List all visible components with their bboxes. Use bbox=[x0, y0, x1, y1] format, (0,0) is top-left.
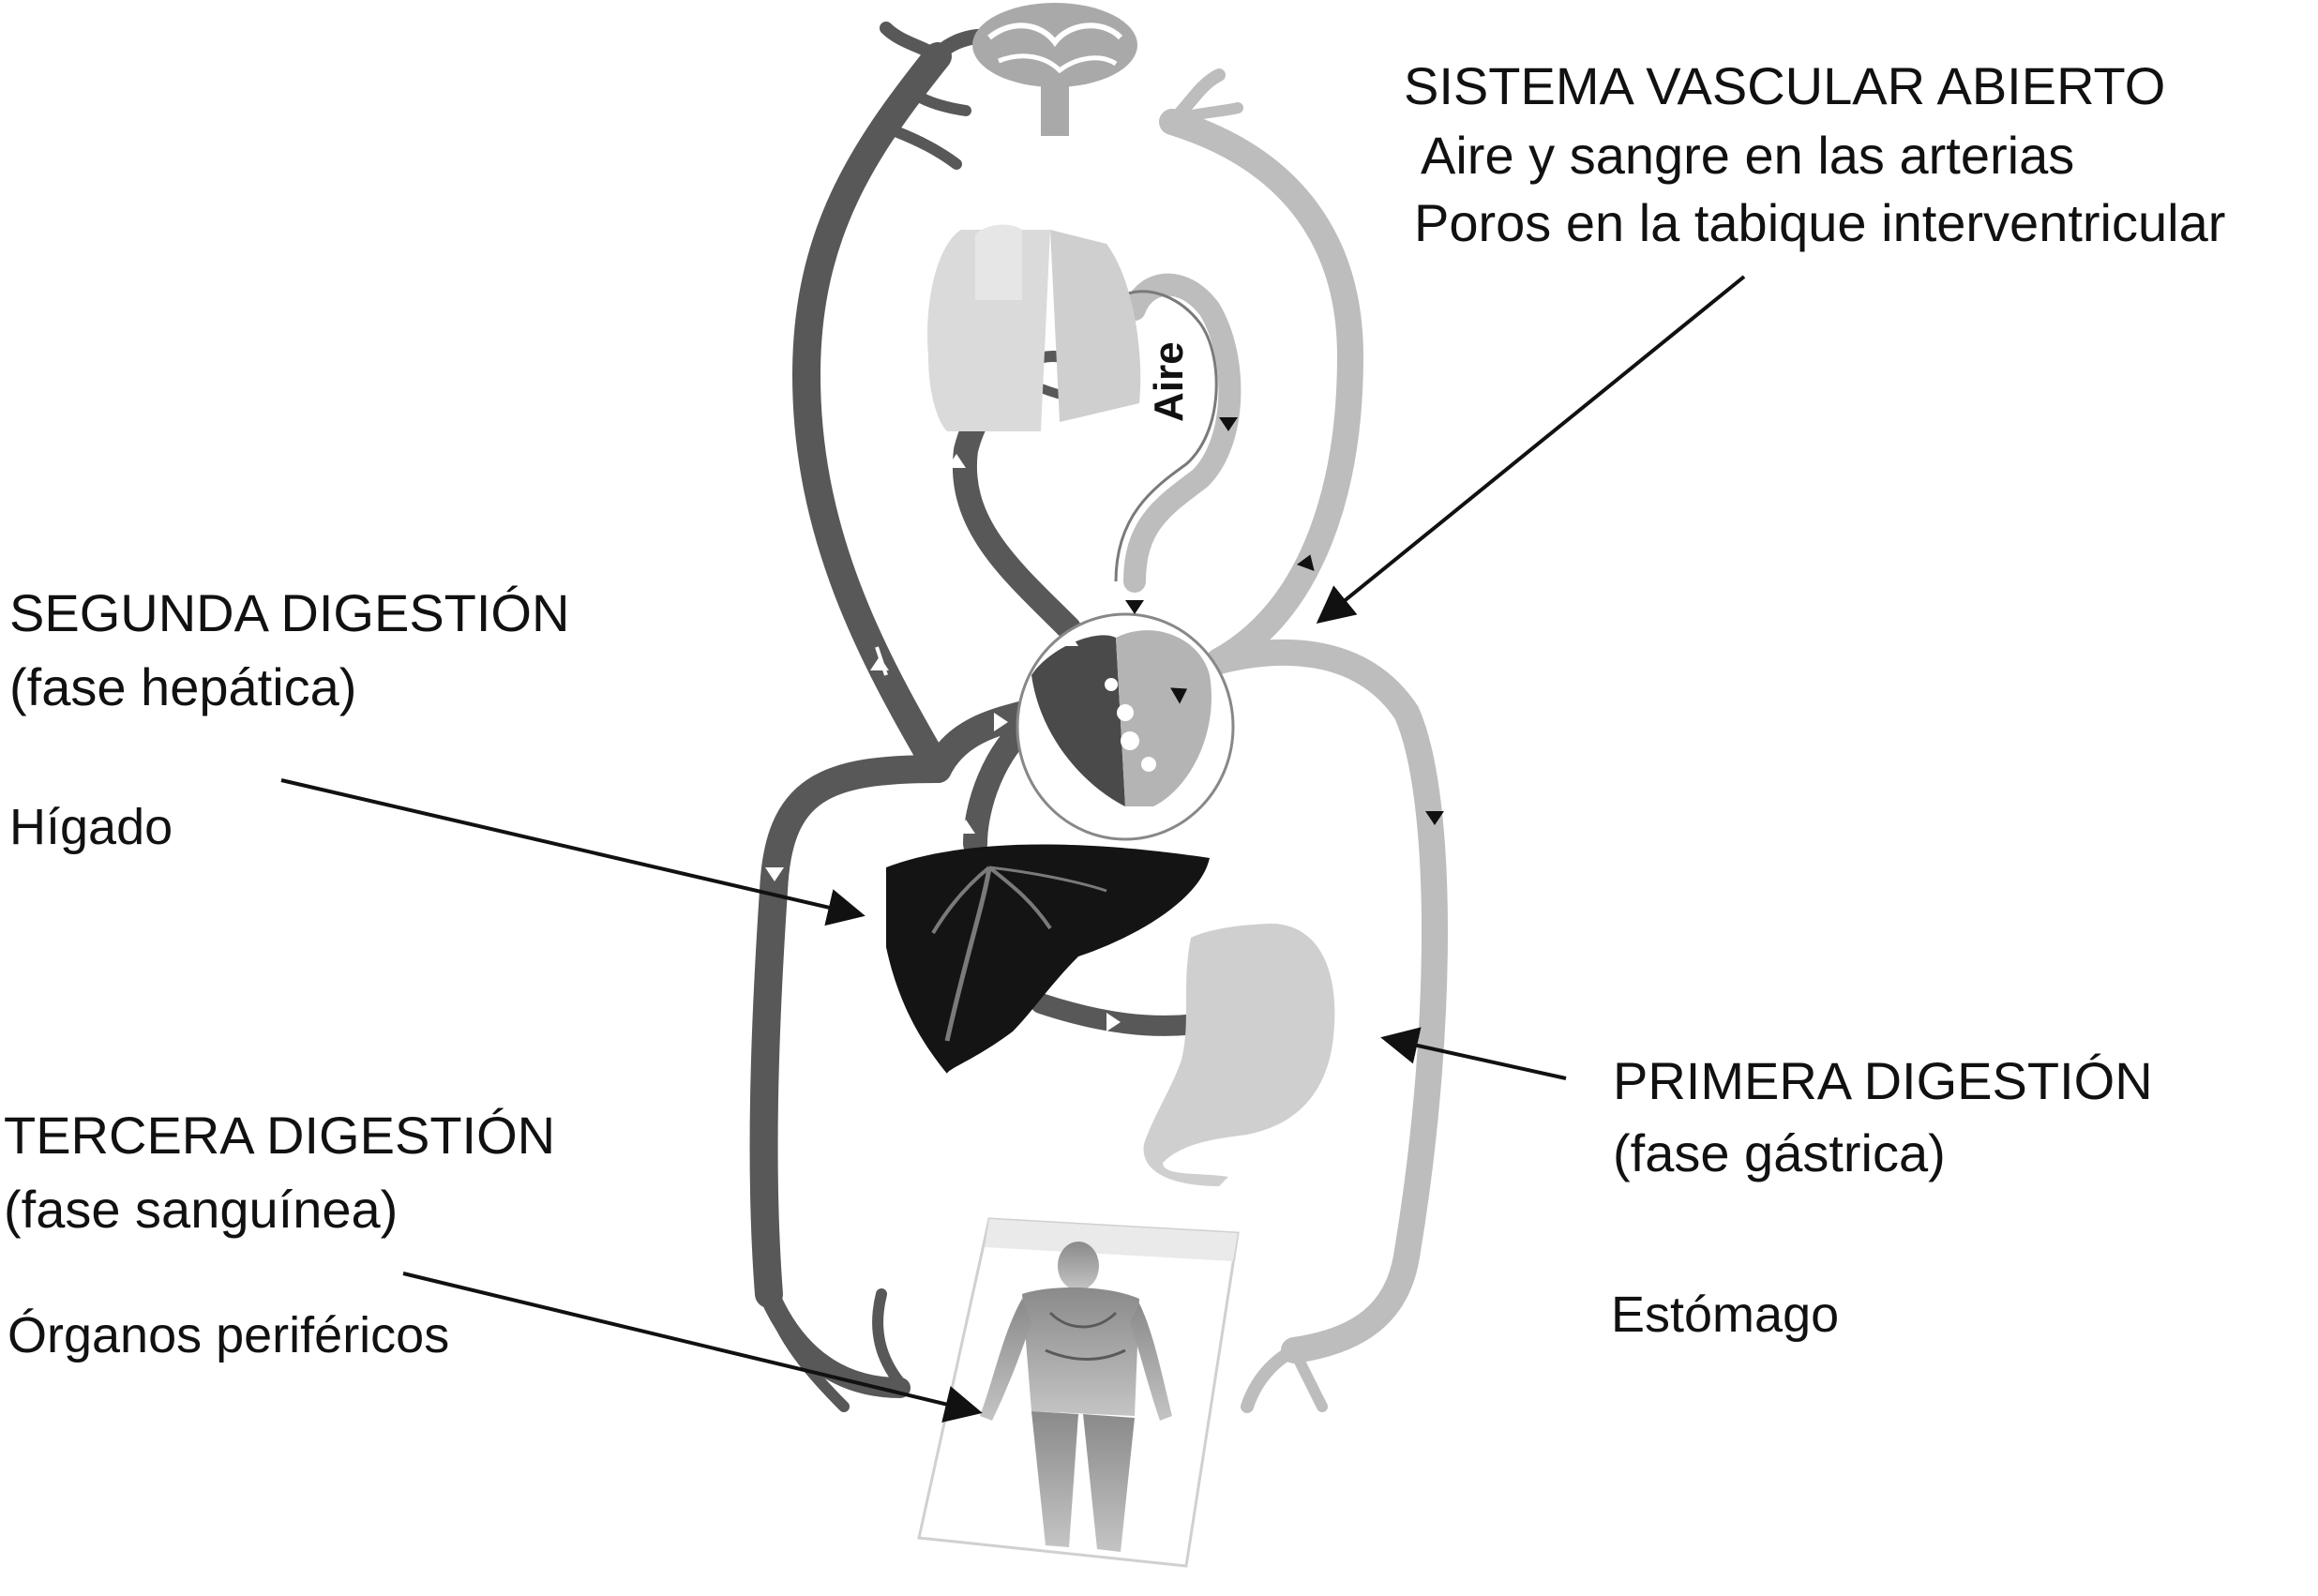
liver bbox=[886, 845, 1210, 1074]
open-system-title: SISTEMA VASCULAR ABIERTO bbox=[1404, 60, 2165, 113]
first-digestion-title: PRIMERA DIGESTIÓN bbox=[1613, 1055, 2153, 1107]
second-digestion-title: SEGUNDA DIGESTIÓN bbox=[9, 587, 569, 640]
septal-pore bbox=[1117, 704, 1134, 721]
air-label: Aire bbox=[1149, 341, 1190, 422]
liver-label: Hígado bbox=[9, 802, 173, 852]
pointer-stomach bbox=[1388, 1039, 1566, 1078]
ascending-artery bbox=[1172, 122, 1350, 661]
third-digestion-title: TERCERA DIGESTIÓN bbox=[4, 1109, 555, 1162]
brain bbox=[972, 3, 1137, 136]
open-system-line1: Aire y sangre en las arterias bbox=[1421, 129, 2074, 182]
descending-vein bbox=[764, 769, 938, 1294]
peripheral-organs-label: Órganos periféricos bbox=[8, 1310, 449, 1361]
third-digestion-phase: (fase sanguínea) bbox=[4, 1183, 398, 1236]
septal-pore bbox=[1121, 731, 1139, 750]
stomach-label: Estómago bbox=[1611, 1289, 1839, 1340]
first-digestion-phase: (fase gástrica) bbox=[1613, 1127, 1946, 1180]
peripheral-organs-panel bbox=[919, 1219, 1238, 1566]
septal-pore bbox=[1141, 757, 1156, 772]
pointer-open-system bbox=[1322, 277, 1744, 619]
flow-arrow-icon bbox=[1125, 600, 1144, 614]
pointer-peripheral bbox=[403, 1273, 975, 1411]
open-system-line2: Poros en la tabique interventricular bbox=[1414, 197, 2225, 249]
air-conduit bbox=[1135, 285, 1229, 581]
lungs bbox=[927, 225, 1140, 431]
second-digestion-phase: (fase hepática) bbox=[9, 661, 356, 714]
ascending-vein bbox=[806, 56, 938, 769]
heart bbox=[1017, 614, 1233, 839]
septal-pore bbox=[1105, 678, 1118, 691]
stomach bbox=[1144, 924, 1335, 1186]
